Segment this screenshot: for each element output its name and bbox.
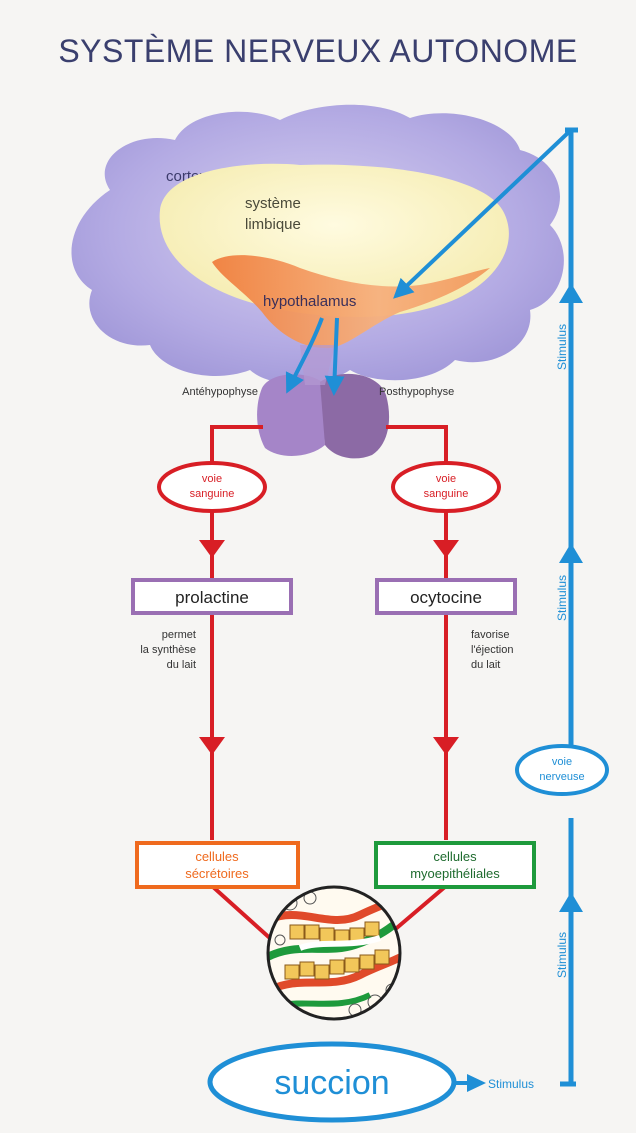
prolactine-effect-line3: du lait [167, 659, 196, 671]
voie-nerveuse-oval [517, 746, 607, 794]
ocytocine-effect-line3: du lait [471, 659, 500, 671]
page-title: SYSTÈME NERVEUX AUTONOME [58, 33, 577, 69]
prolactine-effect-line2: la synthèse [140, 644, 196, 656]
nerve-arrowhead-top [559, 283, 583, 303]
right-arrowhead-1 [433, 540, 459, 558]
voie-nerveuse-line2: nerveuse [539, 771, 584, 783]
mammary-alveolus-illustration [262, 887, 410, 1019]
right-arrowhead-2 [433, 737, 459, 755]
cellules-myoepitheliales-line1: cellules [433, 849, 477, 864]
nerve-arrowhead-mid [559, 543, 583, 563]
hypothalamus-label: hypothalamus [263, 293, 356, 310]
left-voie-sanguine-oval [159, 463, 265, 511]
limbic-label-line2: limbique [245, 216, 301, 233]
right-voie-sanguine-oval [393, 463, 499, 511]
ocytocine-effect-line2: l'éjection [471, 644, 513, 656]
left-arrowhead-1 [199, 540, 225, 558]
right-voie-label-line2: sanguine [424, 488, 469, 500]
left-arrowhead-2 [199, 737, 225, 755]
ocytocine-effect-line1: favorise [471, 629, 510, 641]
cellules-myoepitheliales-line2: myoepithéliales [410, 866, 500, 881]
cellules-secretoires-line1: cellules [195, 849, 239, 864]
right-voie-label-line1: voie [436, 473, 456, 485]
stimulus-label-top: Stimulus [555, 324, 569, 370]
succion-label: succion [274, 1064, 389, 1102]
nerve-arrowhead-low [559, 892, 583, 912]
antehypophyse-label: Antéhypophyse [182, 386, 258, 398]
succion-arrowhead [467, 1074, 486, 1092]
stimulus-label-mid: Stimulus [555, 575, 569, 621]
limbic-label-line1: système [245, 195, 301, 212]
stimulus-label-bottom: Stimulus [488, 1077, 534, 1091]
left-voie-label-line2: sanguine [190, 488, 235, 500]
posthypophyse-label: Posthypophyse [379, 386, 454, 398]
left-voie-label-line1: voie [202, 473, 222, 485]
cellules-secretoires-line2: sécrétoires [185, 866, 249, 881]
voie-nerveuse-line1: voie [552, 756, 572, 768]
ocytocine-label: ocytocine [410, 588, 482, 607]
stimulus-label-low: Stimulus [555, 932, 569, 978]
prolactine-effect-line1: permet [162, 629, 196, 641]
prolactine-label: prolactine [175, 588, 249, 607]
